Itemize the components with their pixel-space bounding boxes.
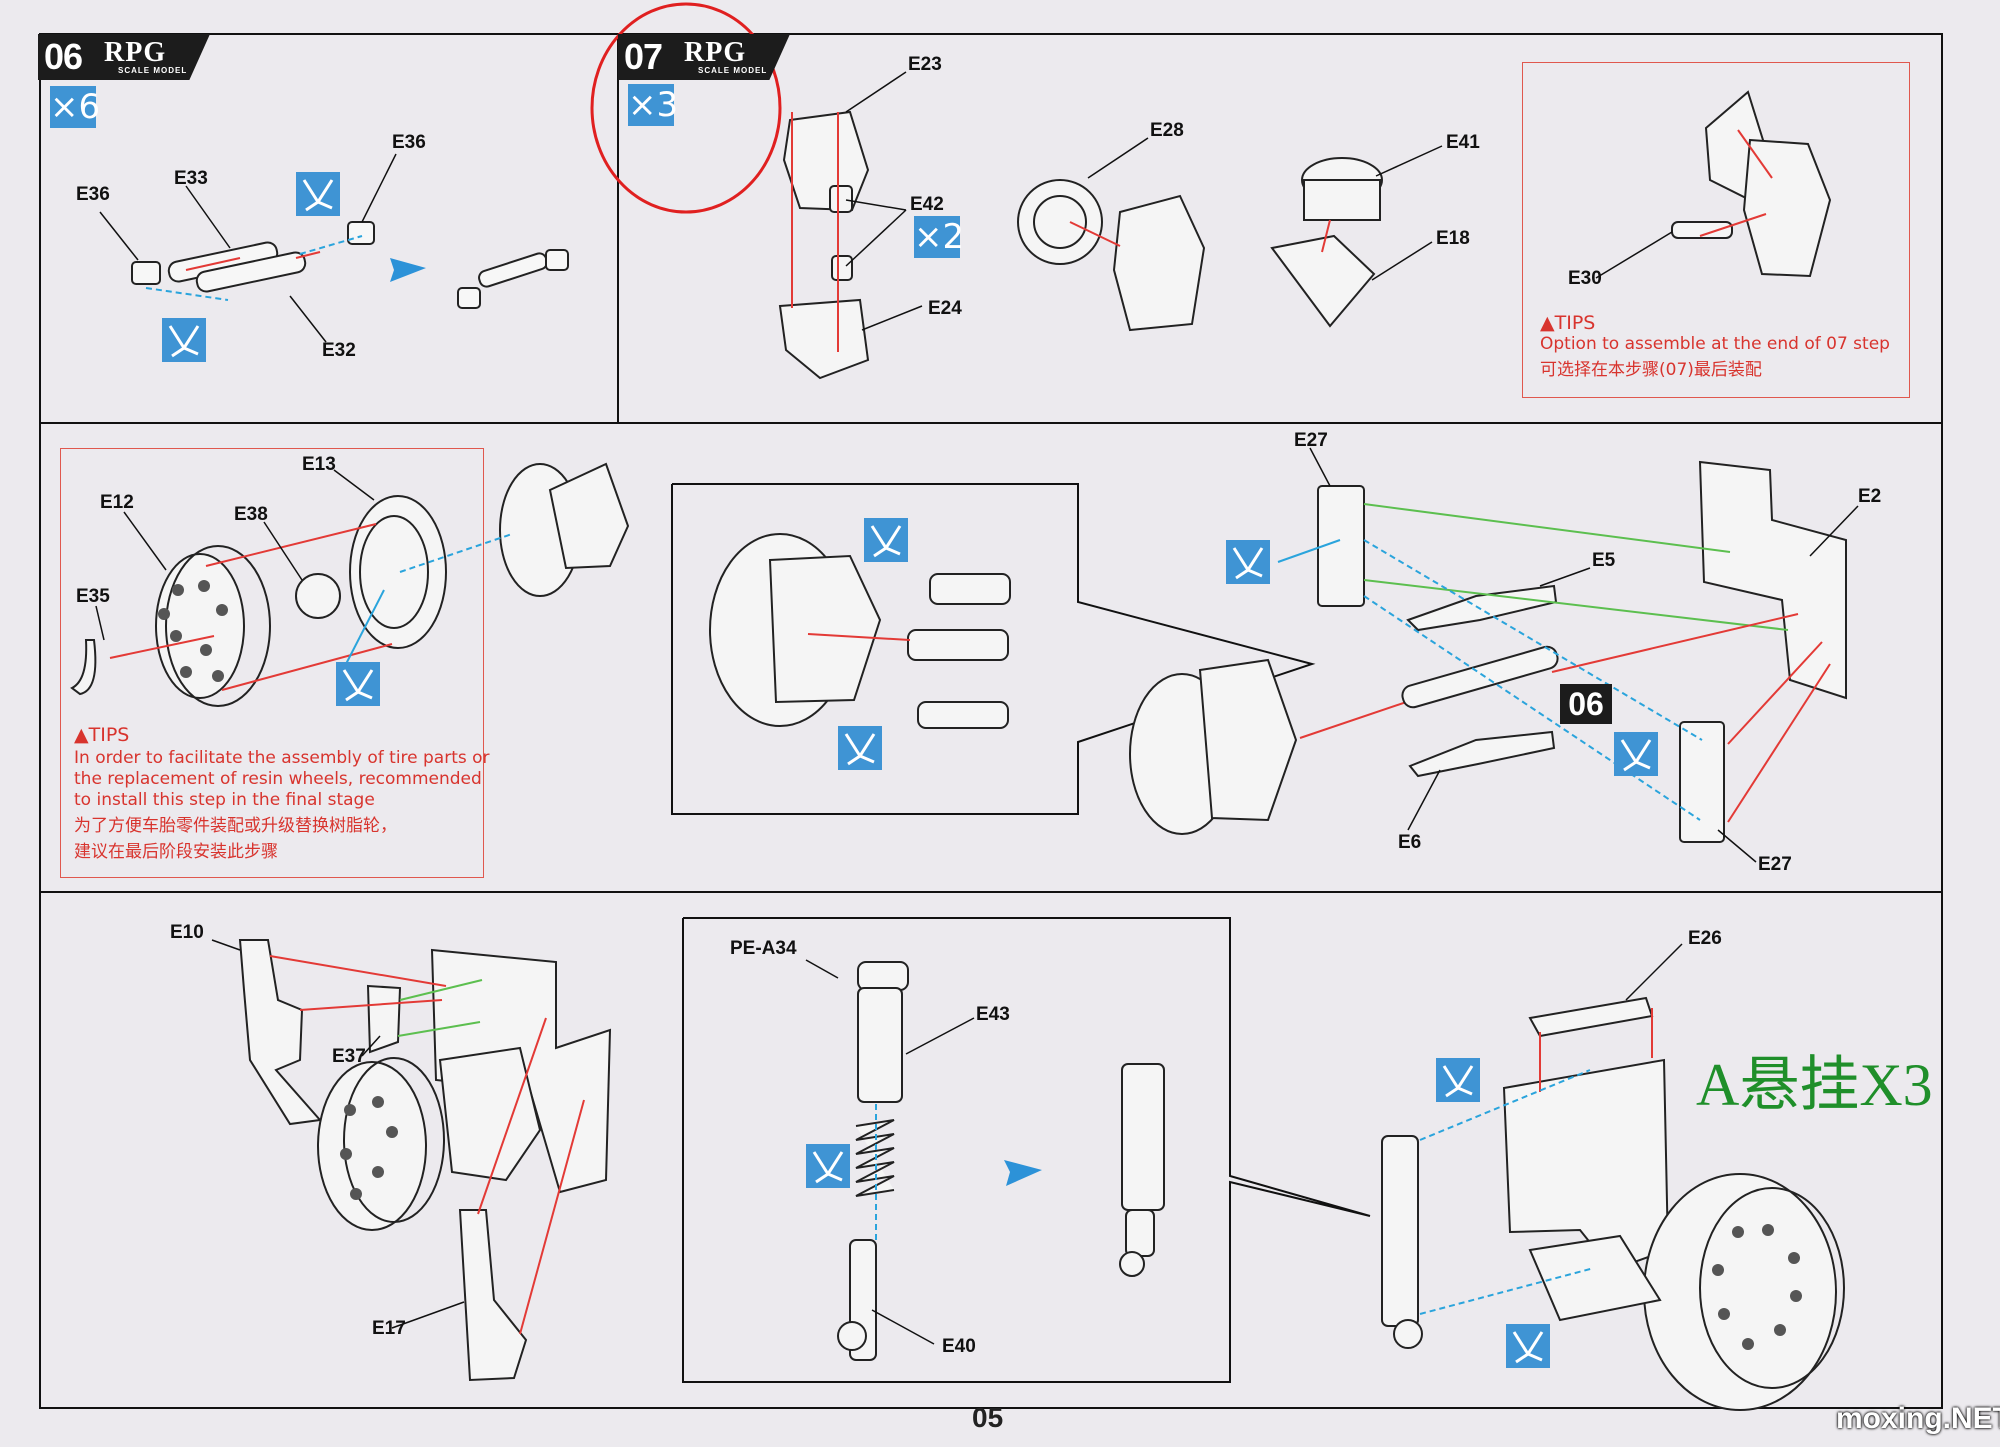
part-label-e18: E18	[1436, 228, 1470, 249]
step-06-number: 06	[44, 36, 83, 77]
tip-text-english-1: In order to facilitate the assembly of t…	[74, 748, 490, 768]
part-label-e5: E5	[1592, 550, 1616, 571]
tip-text-english-2: the replacement of resin wheels, recomme…	[74, 769, 482, 789]
part-label-e35: E35	[76, 586, 110, 607]
step-07-brand-sub: SCALE MODEL	[698, 66, 768, 75]
part-label-e32: E32	[322, 340, 356, 361]
part-label-e36: E36	[392, 132, 426, 153]
step-07-number: 07	[624, 36, 663, 77]
part-label-pe-a34: PE-A34	[730, 938, 797, 959]
step-06-reference-badge: 06	[1560, 684, 1612, 724]
tip-title: ▲TIPS	[74, 724, 130, 746]
part-label-e33: E33	[174, 168, 208, 189]
part-label-e26: E26	[1688, 928, 1722, 949]
part-label-e17: E17	[372, 1318, 406, 1339]
tip-text-chinese-2: 建议在最后阶段安装此步骤	[74, 842, 278, 862]
suspension-quantity-note: A悬挂X3	[1696, 1052, 1933, 1118]
tip-text-english: Option to assemble at the end of 07 step	[1540, 334, 1890, 354]
step-07-badge: 07 RPG SCALE MODEL	[618, 34, 790, 80]
page-number: 05	[972, 1402, 1004, 1433]
part-label-e42: E42	[910, 194, 944, 215]
part-label-e6: E6	[1398, 832, 1422, 853]
part-label-e23: E23	[908, 54, 942, 75]
glue-icon	[864, 518, 908, 562]
tip-box-wheel-assembly	[60, 448, 484, 878]
glue-icon	[1226, 540, 1270, 584]
glue-icon	[838, 726, 882, 770]
highlight-circle	[590, 2, 782, 214]
tip-text-english-3: to install this step in the final stage	[74, 790, 375, 810]
tip-title: ▲TIPS	[1540, 312, 1596, 334]
part-label-e28: E28	[1150, 120, 1184, 141]
part-label-e10: E10	[170, 922, 204, 943]
part-e42-multiplier: ×2	[914, 216, 965, 258]
step-06-brand: RPG	[104, 37, 167, 68]
part-label-e2: E2	[1858, 486, 1882, 507]
glue-icon	[1614, 732, 1658, 776]
part-label-e13: E13	[302, 454, 336, 475]
site-watermark: moxing.NET	[1836, 1402, 2000, 1435]
glue-icon	[806, 1144, 850, 1188]
part-label-e43: E43	[976, 1004, 1010, 1025]
part-label-e30: E30	[1568, 268, 1602, 289]
glue-icon	[1436, 1058, 1480, 1102]
step-06-brand-sub: SCALE MODEL	[118, 66, 188, 75]
step-07-multiplier: ×3	[628, 84, 679, 126]
part-label-e40: E40	[942, 1336, 976, 1357]
step-06-badge: 06 RPG SCALE MODEL	[38, 34, 210, 80]
part-label-e27: E27	[1758, 854, 1792, 875]
part-label-e36: E36	[76, 184, 110, 205]
tip-box-optional-step	[1522, 62, 1910, 398]
glue-icon	[336, 662, 380, 706]
part-label-e38: E38	[234, 504, 268, 525]
glue-icon	[296, 172, 340, 216]
part-label-e12: E12	[100, 492, 134, 513]
step-06-multiplier: ×6	[50, 86, 101, 128]
step-07-brand: RPG	[684, 37, 747, 68]
part-label-e24: E24	[928, 298, 962, 319]
glue-icon	[1506, 1324, 1550, 1368]
part-label-e37: E37	[332, 1046, 366, 1067]
glue-icon	[162, 318, 206, 362]
part-label-e41: E41	[1446, 132, 1480, 153]
part-label-e27: E27	[1294, 430, 1328, 451]
tip-text-chinese-1: 为了方便车胎零件装配或升级替换树脂轮，	[74, 816, 397, 836]
tip-text-chinese: 可选择在本步骤(07)最后装配	[1540, 360, 1762, 380]
page-frame	[39, 33, 1943, 1409]
